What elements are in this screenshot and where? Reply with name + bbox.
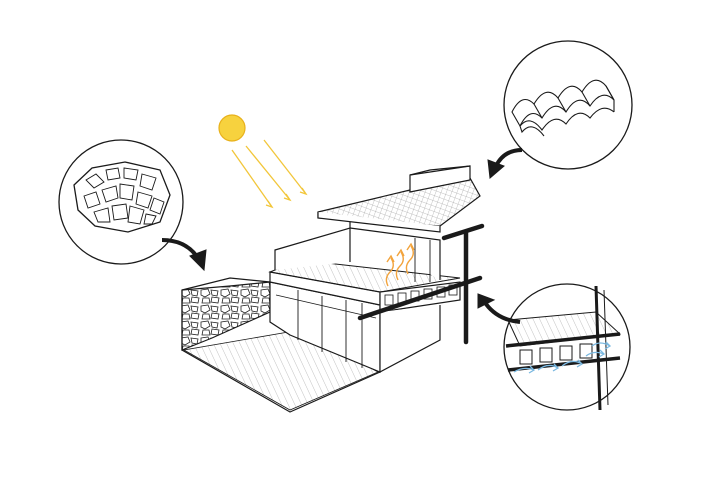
callout-ventilated-slab (503, 283, 631, 411)
house-section (181, 165, 485, 413)
arrow-detail-to-slab (477, 293, 521, 324)
airflow-arrows-icon (513, 341, 612, 374)
callout-roof-sheet (503, 40, 633, 170)
arrow-stone-to-wall (161, 238, 207, 272)
callout-stone-wall (58, 139, 184, 265)
arrow-sheet-to-roof (487, 148, 523, 179)
heat-waves-icon (385, 242, 415, 287)
sun-rays (231, 139, 308, 209)
sun-icon (218, 114, 246, 142)
